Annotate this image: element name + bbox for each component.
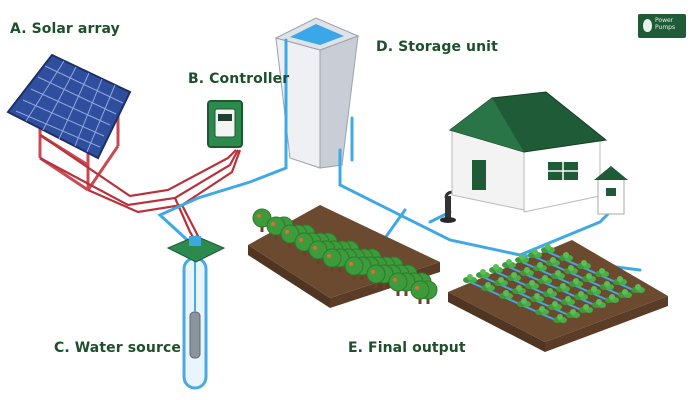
orchard-tree bbox=[322, 248, 342, 272]
field-plant bbox=[515, 254, 529, 263]
field-plant bbox=[489, 264, 503, 273]
field-plant bbox=[595, 268, 609, 277]
wellhead-cap bbox=[189, 236, 201, 246]
tap bbox=[440, 190, 456, 223]
orchard bbox=[248, 205, 440, 308]
controller-display bbox=[218, 114, 232, 121]
label-water-source: C. Water source bbox=[54, 340, 181, 356]
field-plant bbox=[502, 259, 516, 268]
tower-water-surface bbox=[290, 24, 344, 45]
field-plant bbox=[631, 284, 645, 293]
house bbox=[448, 91, 608, 213]
field-plant bbox=[528, 249, 542, 258]
tap-post bbox=[445, 196, 451, 220]
controller-screen bbox=[214, 108, 236, 138]
orchard-tree bbox=[308, 240, 328, 264]
field-soil-front bbox=[545, 296, 668, 352]
field-plant bbox=[605, 294, 619, 303]
field-plant bbox=[538, 275, 552, 284]
controller bbox=[207, 100, 243, 148]
solar-panel-grid bbox=[15, 60, 124, 153]
field-plant bbox=[559, 252, 573, 261]
power-cables bbox=[39, 134, 242, 243]
field-plant bbox=[530, 293, 544, 302]
wellhead-base bbox=[166, 235, 226, 263]
field-plant bbox=[463, 274, 477, 283]
field-plant bbox=[561, 296, 575, 305]
meter-box bbox=[594, 166, 628, 215]
tower-left-face bbox=[275, 37, 321, 169]
orchard-trees bbox=[252, 208, 438, 304]
submersible-pump bbox=[189, 311, 201, 359]
orchard-tree bbox=[366, 264, 386, 288]
field-plant bbox=[476, 269, 490, 278]
field-plant bbox=[525, 280, 539, 289]
field-plant bbox=[517, 298, 531, 307]
field-plant bbox=[535, 306, 549, 315]
field-soil-side bbox=[448, 292, 545, 352]
field-plant bbox=[494, 277, 508, 286]
power-cable bbox=[87, 149, 242, 214]
orchard-tree bbox=[410, 280, 430, 304]
field-plant bbox=[556, 283, 570, 292]
logo-line-1: Power bbox=[655, 17, 674, 24]
orchard-tree bbox=[388, 272, 408, 296]
storage-unit bbox=[274, 17, 360, 169]
logo-text: Power Pumps bbox=[655, 17, 685, 31]
field-plant bbox=[566, 309, 580, 318]
field-plant bbox=[587, 286, 601, 295]
field-plants bbox=[463, 244, 645, 323]
solar-array bbox=[6, 53, 132, 192]
field-plant bbox=[553, 314, 567, 323]
orchard-soil-side bbox=[248, 245, 330, 308]
crop-field bbox=[448, 240, 668, 352]
field-plant bbox=[569, 278, 583, 287]
field-plant bbox=[541, 244, 555, 253]
orchard-tree bbox=[294, 232, 314, 256]
field-plant bbox=[546, 257, 560, 266]
field-plant bbox=[507, 272, 521, 281]
house-door bbox=[472, 160, 486, 190]
tap-base bbox=[440, 217, 456, 223]
field-plant bbox=[613, 276, 627, 285]
power-cable bbox=[39, 134, 237, 198]
field-plant bbox=[499, 290, 513, 299]
power-pumps-logo: Power Pumps bbox=[638, 14, 686, 38]
leaf-logo-icon bbox=[643, 19, 652, 32]
field-plant bbox=[543, 288, 557, 297]
label-final-output: E. Final output bbox=[348, 340, 466, 356]
field-plant bbox=[548, 301, 562, 310]
field-plant bbox=[481, 282, 495, 291]
water-source bbox=[166, 235, 226, 390]
field-plant bbox=[551, 270, 565, 279]
label-storage-unit: D. Storage unit bbox=[376, 39, 498, 55]
field-plant bbox=[564, 265, 578, 274]
orchard-tree bbox=[344, 256, 364, 280]
field-plant bbox=[618, 289, 632, 298]
meter-box-window bbox=[606, 188, 616, 196]
pipe-pump-to-tower bbox=[157, 38, 288, 250]
orchard-tree bbox=[252, 208, 272, 232]
field-plant bbox=[520, 267, 534, 276]
meter-box-roof bbox=[594, 166, 628, 180]
label-controller: B. Controller bbox=[188, 71, 290, 87]
label-solar-array: A. Solar array bbox=[10, 21, 120, 37]
field-plant bbox=[582, 273, 596, 282]
field-plant bbox=[577, 260, 591, 269]
field-plant bbox=[579, 304, 593, 313]
house-roof-gable bbox=[450, 98, 524, 152]
field-plant bbox=[592, 299, 606, 308]
field-plant bbox=[533, 262, 547, 271]
logo-line-2: Pumps bbox=[655, 24, 676, 31]
field-plant bbox=[574, 291, 588, 300]
field-plant bbox=[512, 285, 526, 294]
field-plant bbox=[600, 281, 614, 290]
